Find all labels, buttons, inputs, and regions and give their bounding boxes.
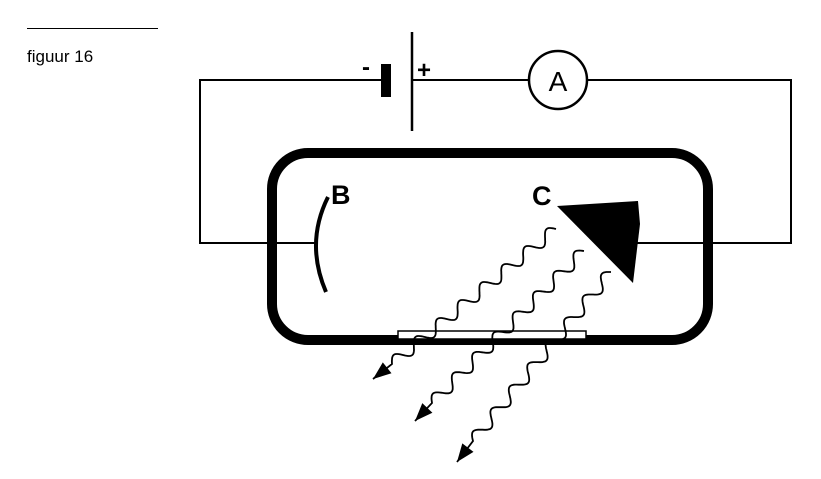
xray-arrowhead-3 bbox=[457, 443, 474, 462]
cathode-electrode bbox=[314, 196, 330, 293]
ammeter-circle bbox=[527, 49, 589, 111]
xray-arrowhead-2 bbox=[415, 403, 433, 421]
caption-rule bbox=[27, 28, 158, 29]
ammeter-label: A bbox=[549, 66, 568, 97]
xray-arrowhead-1 bbox=[373, 362, 392, 379]
battery-positive-label: + bbox=[417, 57, 431, 84]
battery-icon: - + bbox=[362, 32, 431, 131]
cathode-label: B bbox=[331, 180, 351, 210]
figure-caption: figuur 16 bbox=[27, 47, 94, 66]
xray-wave-1 bbox=[372, 227, 557, 380]
xray-wave-2 bbox=[414, 249, 585, 422]
anode-label: C bbox=[532, 181, 552, 211]
anode-target bbox=[557, 201, 640, 283]
ammeter-icon: A bbox=[527, 49, 589, 111]
vacuum-tube bbox=[267, 148, 713, 345]
left-wire bbox=[199, 79, 382, 244]
battery-negative-plate bbox=[381, 64, 391, 97]
battery-negative-label: - bbox=[362, 54, 370, 81]
xray-wave-3 bbox=[456, 271, 611, 463]
circuit-wires bbox=[199, 79, 792, 244]
right-wire bbox=[587, 79, 792, 244]
